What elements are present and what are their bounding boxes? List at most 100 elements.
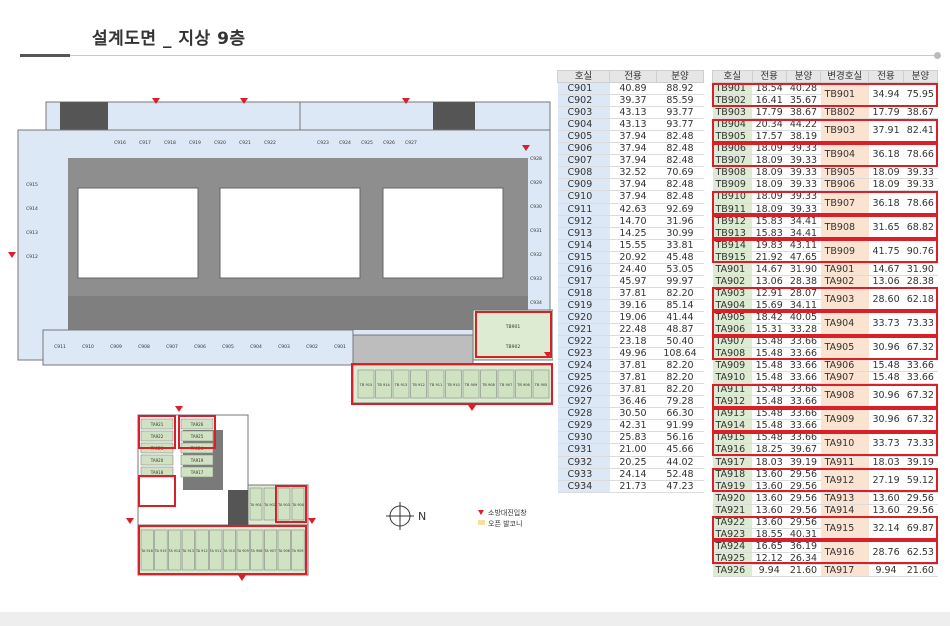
merged-sale-area-cell: 39.33 — [903, 166, 938, 180]
unit-cell: TA906 — [712, 322, 753, 337]
area-cell: 24.40 — [609, 262, 657, 276]
unit-label: C902 — [306, 344, 318, 350]
area-cell: 40.89 — [609, 82, 657, 96]
merged-area-cell: 37.91 — [868, 118, 904, 144]
unit-cell: TA919 — [712, 479, 753, 493]
merged-unit-cell: TB802 — [820, 106, 869, 120]
area-cell: 15.48 — [752, 383, 787, 397]
sale-area-cell: 36.19 — [786, 539, 821, 553]
unit-cell: C905 — [557, 130, 610, 144]
unit-cell: TB915 — [712, 250, 753, 264]
ta-unit-cell — [180, 454, 214, 466]
merged-area-cell: 18.03 — [868, 455, 904, 469]
table-header: 분양 — [902, 69, 939, 84]
merged-area-cell: 15.48 — [868, 371, 904, 385]
area-cell: 15.48 — [752, 419, 787, 433]
unit-cell: C914 — [557, 238, 610, 252]
sale-area-cell: 50.40 — [656, 335, 704, 349]
unit-cell: TA901 — [712, 262, 753, 276]
sale-area-cell: 28.38 — [786, 274, 821, 288]
unit-cell: TA909 — [712, 359, 753, 373]
unit-cell: C921 — [557, 322, 610, 337]
ta-unit-cell — [277, 487, 291, 521]
unit-cell: C924 — [557, 359, 610, 373]
unit-label: C909 — [110, 344, 122, 350]
unit-label: TA 916 — [140, 549, 153, 553]
unit-label: C916 — [114, 140, 126, 146]
svg-text:N: N — [418, 510, 426, 523]
sale-area-cell: 29.56 — [786, 503, 821, 517]
area-cell: 21.92 — [752, 250, 787, 264]
merged-sale-area-cell: 59.12 — [903, 467, 938, 493]
merged-sale-area-cell: 38.67 — [903, 106, 938, 120]
unit-label: TB 913 — [394, 383, 408, 387]
title-rule — [20, 55, 938, 56]
unit-label: C908 — [138, 344, 150, 350]
unit-cell: TB902 — [712, 94, 753, 108]
area-cell: 36.46 — [609, 395, 657, 409]
unit-label: C910 — [82, 344, 94, 350]
area-cell: 12.91 — [752, 286, 787, 300]
unit-label: TA918 — [150, 470, 164, 475]
sale-area-cell: 38.67 — [786, 106, 821, 120]
unit-label: TB 915 — [359, 383, 373, 387]
unit-label: C907 — [166, 344, 178, 350]
unit-cell: TB912 — [712, 214, 753, 228]
sale-area-cell: 82.48 — [656, 190, 704, 204]
tb-unit-cell — [445, 369, 462, 399]
area-cell: 15.48 — [752, 431, 787, 445]
unit-label: TA 902 — [263, 503, 276, 507]
unit-label: C934 — [530, 300, 542, 306]
merged-area-cell: 13.06 — [868, 274, 904, 288]
unit-label: TA 904 — [291, 503, 304, 507]
merged-unit-cell: TB905 — [820, 166, 869, 180]
merged-unit-cell: TA905 — [820, 335, 869, 361]
sale-area-cell: 33.28 — [786, 322, 821, 337]
area-cell: 20.25 — [609, 455, 657, 469]
tb-unit-cell — [480, 369, 497, 399]
table-header: 전용 — [751, 69, 787, 84]
tb-unit-cell — [392, 369, 410, 399]
merged-unit-cell: TA906 — [820, 359, 869, 373]
unit-cell: TA903 — [712, 286, 753, 300]
unit-cell: TA922 — [712, 515, 753, 529]
sale-area-cell: 82.20 — [656, 286, 704, 300]
area-cell: 18.54 — [752, 82, 787, 96]
sale-area-cell: 21.60 — [786, 563, 821, 577]
merged-area-cell: 41.75 — [868, 238, 904, 264]
area-cell: 37.94 — [609, 142, 657, 156]
unit-label: TA917 — [190, 470, 204, 475]
unit-label: C917 — [139, 140, 151, 146]
ta-unit-cell — [291, 487, 305, 521]
merged-area-cell: 13.60 — [868, 491, 904, 505]
unit-label: TA 908 — [250, 549, 263, 553]
unit-label: C931 — [530, 228, 542, 234]
sale-area-cell: 82.48 — [656, 154, 704, 168]
unit-cell: TB907 — [712, 154, 753, 168]
unit-cell: C920 — [557, 310, 610, 324]
sale-area-cell: 39.67 — [786, 443, 821, 457]
sale-area-cell: 38.19 — [786, 130, 821, 144]
merged-area-cell: 9.94 — [868, 563, 904, 577]
unit-cell: TB906 — [712, 142, 753, 156]
area-cell: 18.09 — [752, 178, 787, 192]
sale-area-cell: 33.66 — [786, 335, 821, 349]
merged-area-cell: 33.73 — [868, 431, 904, 457]
sale-area-cell: 108.64 — [656, 347, 704, 361]
sale-area-cell: 45.48 — [656, 250, 704, 264]
sale-area-cell: 31.96 — [656, 214, 704, 228]
unit-cell: TB911 — [712, 202, 753, 216]
merged-unit-cell: TB906 — [820, 178, 869, 192]
